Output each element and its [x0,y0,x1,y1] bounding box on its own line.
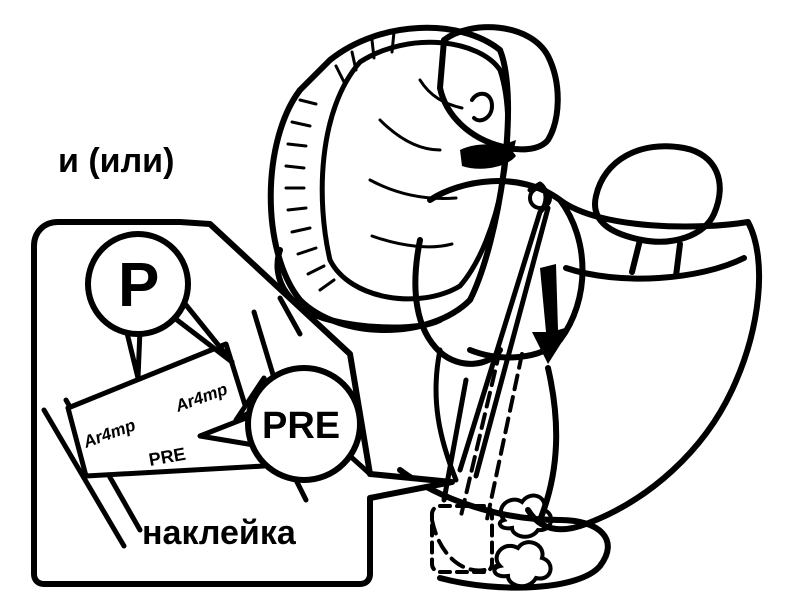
smoke-puff-2 [492,540,553,589]
pull-arrow-icon [532,264,572,364]
seat-headrest [592,143,723,245]
airbag-wrinkles [368,78,464,249]
pre-callout: PRE [197,365,363,483]
p-callout: P [85,231,235,381]
pretensioner-dashed [430,348,524,573]
headrest-posts [629,237,683,279]
airbag-illustration [267,24,586,367]
occupant-head [437,24,561,153]
sticker-caption: наклейка [142,514,297,552]
airbag-outer [267,24,512,333]
seat-belt [430,181,552,574]
seat-back-inner [563,255,747,282]
belt-anchor [528,186,552,210]
belt-strap [457,181,551,479]
and-or-label: и (или) [58,142,174,180]
pre-callout-circle [245,365,363,483]
seat-back [525,197,763,533]
p-callout-circle [85,231,191,337]
head-arrow-icon [488,140,516,158]
retractor-housing [430,504,494,574]
steering-column [274,247,443,331]
p-mark: P [118,251,159,320]
smoke-puff-1 [497,493,554,539]
pre-mark: PRE [262,405,340,447]
occupant-torso [427,178,586,361]
occupant-arm [412,237,503,367]
airbag-front [319,39,511,302]
lap-belt [433,347,469,503]
smoke-puffs [492,493,554,589]
sticker-inset: Ar4mp Ar4mp PRE P PRE наклейка [31,219,455,587]
occupant-ear [470,91,494,123]
airbag-pleats [284,30,396,292]
seat-illustration [397,143,763,591]
